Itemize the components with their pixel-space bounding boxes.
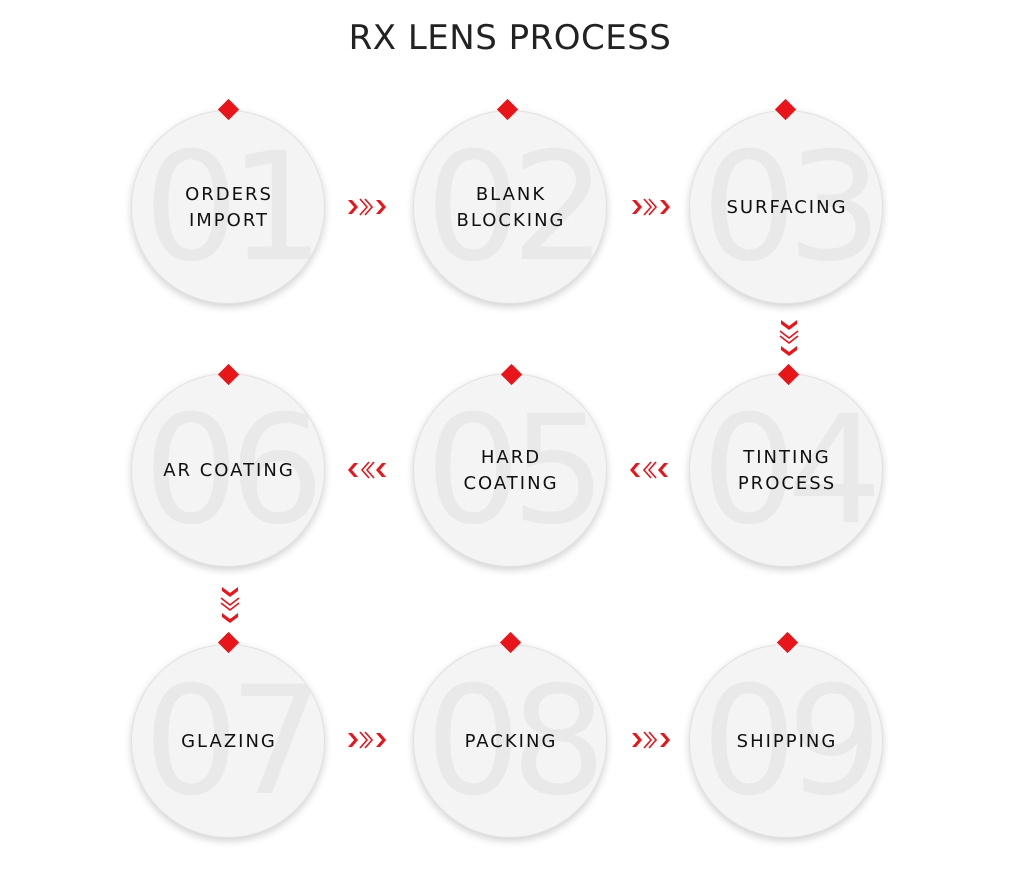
step-circle: 05 HARD COATING (413, 373, 607, 567)
step-label: PACKING (464, 731, 558, 752)
step-09: 09 SHIPPING (689, 644, 883, 838)
arrow-left-icon (630, 461, 668, 479)
step-label: ORDERS IMPORT (185, 184, 273, 231)
step-number: 09 (701, 655, 882, 829)
step-circle: 01 ORDERS IMPORT (131, 110, 325, 304)
step-number: 06 (143, 384, 324, 558)
step-07: 07 GLAZING (131, 644, 325, 838)
arrow-left-icon (348, 461, 386, 479)
step-circle: 06 AR COATING (131, 373, 325, 567)
step-circle: 09 SHIPPING (689, 644, 883, 838)
arrow-down-icon (779, 320, 799, 356)
arrow-right-icon (632, 731, 670, 749)
step-circle: 03 SURFACING (689, 110, 883, 304)
step-circle: 02 BLANK BLOCKING (413, 110, 607, 304)
step-label: AR COATING (163, 460, 295, 481)
step-label: SURFACING (726, 197, 848, 218)
arrow-right-icon (348, 731, 386, 749)
step-05: 05 HARD COATING (413, 373, 607, 567)
arrow-right-icon (348, 198, 386, 216)
arrow-right-icon (632, 198, 670, 216)
step-circle: 07 GLAZING (131, 644, 325, 838)
arrow-down-icon (220, 587, 240, 623)
step-number: 02 (425, 121, 606, 295)
step-06: 06 AR COATING (131, 373, 325, 567)
diagram-title: RX LENS PROCESS (348, 18, 672, 58)
step-label: GLAZING (181, 731, 277, 752)
step-04: 04 TINTING PROCESS (689, 373, 883, 567)
step-label: SHIPPING (736, 731, 838, 752)
step-number: 03 (701, 121, 882, 295)
step-08: 08 PACKING (413, 644, 607, 838)
step-circle: 08 PACKING (413, 644, 607, 838)
step-label: TINTING PROCESS (737, 447, 837, 494)
step-number: 08 (425, 655, 606, 829)
step-number: 05 (425, 384, 606, 558)
step-number: 01 (143, 121, 324, 295)
step-circle: 04 TINTING PROCESS (689, 373, 883, 567)
step-01: 01 ORDERS IMPORT (131, 110, 325, 304)
step-02: 02 BLANK BLOCKING (413, 110, 607, 304)
step-number: 04 (701, 384, 882, 558)
step-03: 03 SURFACING (689, 110, 883, 304)
step-label: BLANK BLOCKING (456, 184, 566, 231)
step-number: 07 (143, 655, 324, 829)
step-label: HARD COATING (463, 447, 559, 494)
